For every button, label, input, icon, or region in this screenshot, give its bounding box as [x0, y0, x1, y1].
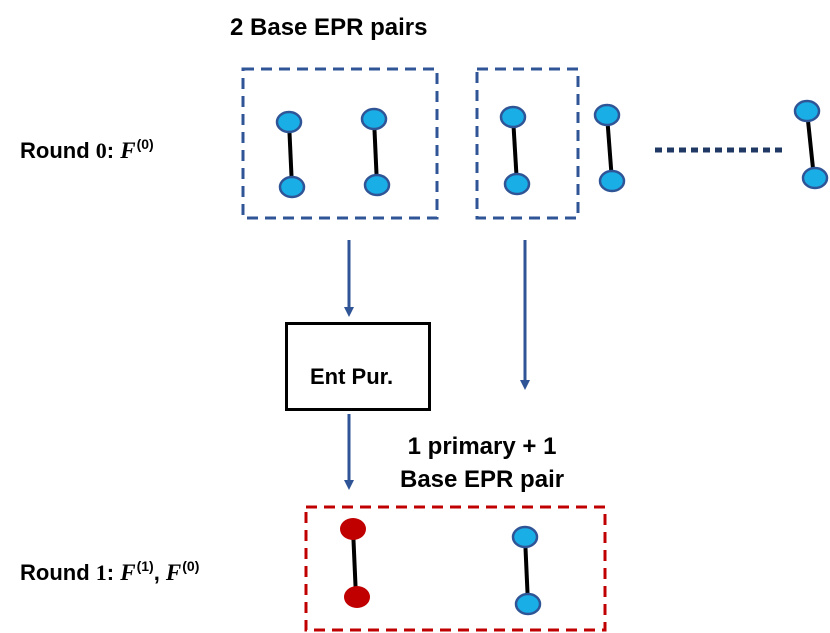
ent-pur-label: Ent Pur.: [310, 364, 394, 389]
round0-colon: :: [106, 138, 121, 163]
round0-box-right: [475, 67, 580, 220]
primary-label-line2: Base EPR pair: [400, 466, 565, 493]
round0-number: 0: [95, 138, 107, 163]
round1-label: Round 1: F(1), F(0): [20, 558, 199, 586]
round1-number: 1: [95, 560, 107, 585]
round0-fidelity: F(0): [120, 136, 154, 163]
round1-base-epr-pair: [511, 525, 542, 616]
round1-box: [304, 505, 607, 632]
primary-base-label: 1 primary + 1 Base EPR pair: [400, 430, 564, 496]
round0-word: Round: [20, 138, 96, 163]
diagram-title: 2 Base EPR pairs: [230, 14, 428, 41]
epr-pair-3: [499, 105, 531, 196]
epr-pair-2: [360, 107, 391, 197]
round1-separator: ,: [153, 560, 166, 585]
round1-word: Round: [20, 560, 96, 585]
round1-colon: :: [106, 560, 121, 585]
round1-fidelity-0: F(0): [165, 558, 200, 585]
ent-pur-box: Ent Pur.: [285, 322, 431, 411]
epr-pair-4: [593, 103, 626, 193]
round0-label: Round 0: F(0): [20, 136, 154, 164]
epr-pair-n: [793, 99, 829, 190]
epr-pair-1: [275, 110, 306, 199]
primary-epr-pair: [340, 518, 370, 608]
round0-box-left: [241, 67, 439, 220]
round1-fidelity-1: F(1): [120, 558, 154, 585]
primary-label-line1: 1 primary + 1: [407, 433, 557, 460]
